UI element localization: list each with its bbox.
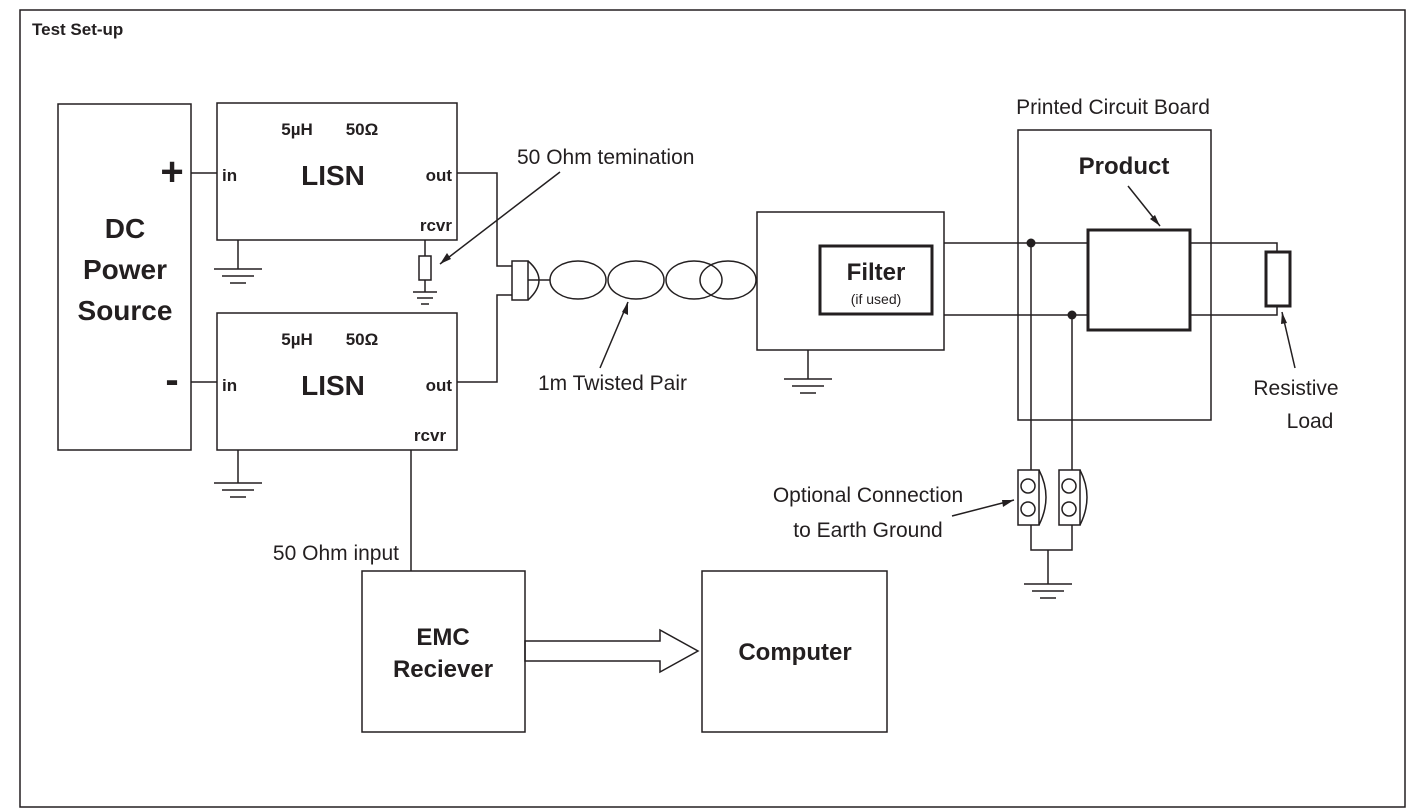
lisn-bottom-rcvr: rcvr: [414, 426, 447, 445]
filter-note: (if used): [851, 291, 902, 307]
arrowhead: [440, 253, 451, 264]
termination-arrow: [439, 171, 561, 265]
ground-symbol: [214, 240, 262, 284]
plus-terminal: +: [160, 150, 183, 194]
computer-label: Computer: [738, 639, 851, 666]
load-label-2: Load: [1287, 410, 1334, 433]
dc-label-2: Power: [83, 254, 167, 285]
termination-resistor: [418, 255, 432, 281]
ground-symbol: [413, 280, 437, 305]
twisted-pair-label: 1m Twisted Pair: [538, 372, 687, 395]
lisn-top-in: in: [222, 166, 237, 185]
arrowhead: [1281, 312, 1287, 324]
lisn-top-rcvr: rcvr: [420, 216, 453, 235]
load-label-1: Resistive: [1253, 377, 1338, 400]
wire-lisn-top-out: [457, 172, 512, 267]
arrowhead: [622, 302, 628, 315]
lisn-bottom-out: out: [426, 376, 453, 395]
wire-load-bottom: [1190, 306, 1278, 316]
emc-receiver: EMC Reciever: [361, 570, 526, 733]
product-box: [1086, 228, 1192, 332]
wire-load-top: [1190, 242, 1278, 252]
pcb: Printed Circuit Board Product: [1016, 96, 1212, 421]
ground-symbol: [784, 350, 832, 394]
lisn-top-name: LISN: [301, 160, 365, 191]
dc-label-1: DC: [105, 213, 145, 244]
lisn-top-impedance: 50Ω: [346, 120, 379, 139]
receiver-label-2: Reciever: [393, 656, 493, 683]
dc-label-3: Source: [78, 295, 173, 326]
earth-label-2: to Earth Ground: [793, 519, 942, 542]
lisn-top-inductance: 5µH: [281, 120, 313, 139]
lisn-bottom-impedance: 50Ω: [346, 330, 379, 349]
earth-label-1: Optional Connection: [773, 484, 963, 507]
ground-symbol: [1024, 550, 1072, 599]
lisn-top-out: out: [426, 166, 453, 185]
diagram-title: Test Set-up: [32, 20, 123, 39]
ground-symbol: [214, 450, 262, 498]
pcb-label: Printed Circuit Board: [1016, 96, 1210, 119]
dc-power-source: DC Power Source + -: [57, 103, 192, 451]
twisted-pair-arrow: [599, 301, 629, 369]
lisn-bottom-name: LISN: [301, 370, 365, 401]
earth-bond: [1030, 525, 1073, 551]
receiver-label-1: EMC: [416, 624, 469, 651]
computer: Computer: [701, 570, 888, 733]
input-label: 50 Ohm input: [273, 542, 399, 565]
lisn-bottom: 5µH 50Ω LISN in out rcvr: [216, 312, 458, 451]
wire-lisn-bottom-out: [457, 294, 512, 383]
lisn-top: 5µH 50Ω LISN in out rcvr: [216, 102, 458, 241]
product-label: Product: [1079, 153, 1170, 180]
arrowhead: [1002, 500, 1014, 507]
lisn-bottom-in: in: [222, 376, 237, 395]
minus-terminal: -: [165, 358, 178, 402]
twisted-pair: [528, 260, 757, 300]
resistive-load: [1264, 250, 1292, 308]
lisn-bottom-inductance: 5µH: [281, 330, 313, 349]
filter-enclosure: Filter (if used): [756, 211, 945, 351]
termination-label: 50 Ohm temination: [517, 146, 694, 169]
earth-connector: [1017, 469, 1047, 526]
arrowhead: [1150, 215, 1160, 226]
data-flow-arrow: [524, 628, 700, 674]
filter-name: Filter: [847, 259, 906, 286]
earth-connector: [1058, 469, 1088, 526]
